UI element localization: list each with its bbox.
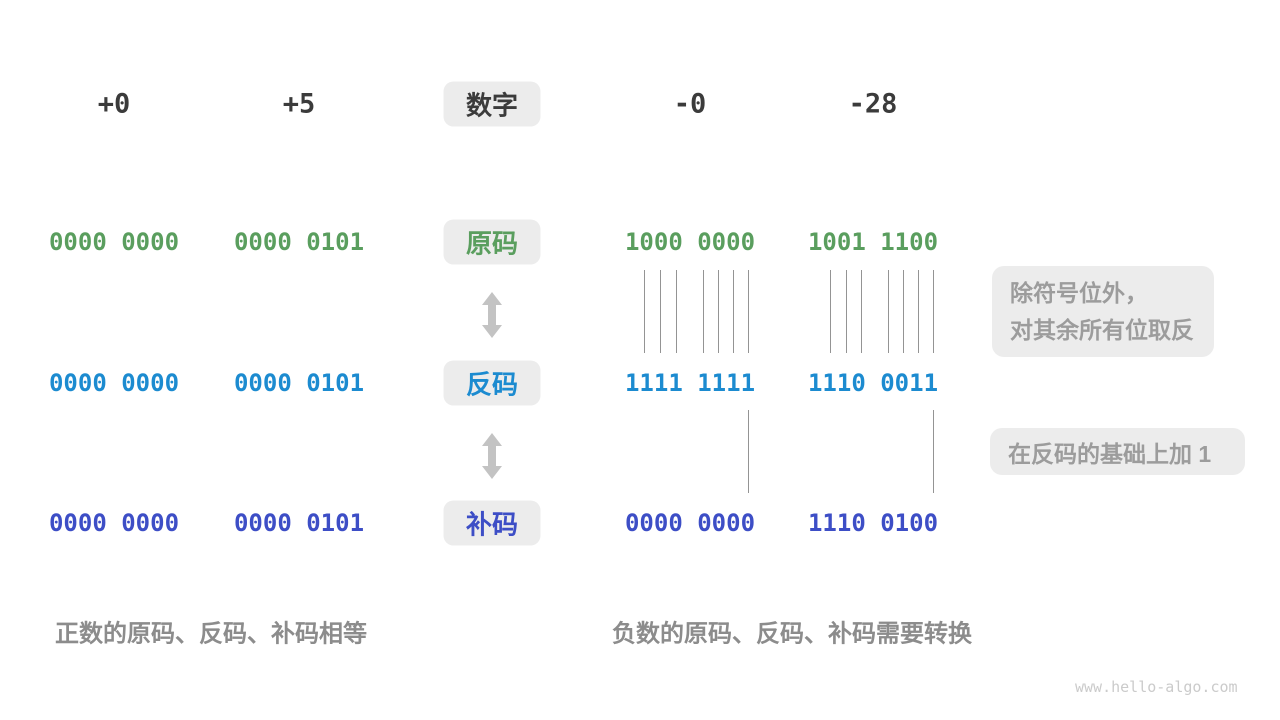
twos-complement-plus0: 0000 0000: [48, 509, 180, 537]
note-add-one: 在反码的基础上加 1: [990, 428, 1245, 475]
bit-connector-line: [733, 270, 734, 353]
tag-sign-magnitude: 原码: [443, 219, 541, 265]
twos-complement-minus0: 0000 0000: [624, 509, 756, 537]
tag-twos-complement: 补码: [443, 500, 541, 546]
note-flip-line1: 除符号位外，: [1010, 280, 1148, 306]
sign-magnitude-plus5: 0000 0101: [233, 228, 365, 256]
number-minus-0: -0: [673, 88, 707, 120]
bit-connector-line: [903, 270, 904, 353]
bit-connector-line: [830, 270, 831, 353]
sign-magnitude-minus28: 1001 1100: [807, 228, 939, 256]
number-plus-0: +0: [97, 88, 131, 120]
sign-magnitude-minus0: 1000 0000: [624, 228, 756, 256]
tag-ones-complement: 反码: [443, 360, 541, 406]
ones-complement-minus28: 1110 0011: [807, 369, 939, 397]
note-flip-bits: 除符号位外， 对其余所有位取反: [992, 266, 1214, 357]
bit-connector-line: [748, 270, 749, 353]
caption-positive-numbers: 正数的原码、反码、补码相等: [55, 620, 367, 648]
bit-connector-line: [676, 270, 677, 353]
bit-connector-line: [644, 270, 645, 353]
bit-connector-line: [933, 410, 934, 493]
tag-number: 数字: [443, 81, 541, 127]
bit-connector-line: [703, 270, 704, 353]
bit-connector-line: [846, 270, 847, 353]
bit-connector-line: [933, 270, 934, 353]
bit-connector-line: [748, 410, 749, 493]
ones-complement-plus0: 0000 0000: [48, 369, 180, 397]
number-minus-28: -28: [848, 88, 898, 120]
ones-complement-minus0: 1111 1111: [624, 369, 756, 397]
twos-complement-plus5: 0000 0101: [233, 509, 365, 537]
bit-connector-line: [718, 270, 719, 353]
number-plus-5: +5: [282, 88, 316, 120]
up-down-arrow-icon: [482, 292, 502, 338]
ones-complement-plus5: 0000 0101: [233, 369, 365, 397]
note-add-one-text: 在反码的基础上加 1: [1008, 440, 1212, 467]
twos-complement-minus28: 1110 0100: [807, 509, 939, 537]
bit-connector-line: [918, 270, 919, 353]
bit-connector-line: [861, 270, 862, 353]
bit-connector-line: [888, 270, 889, 353]
sign-magnitude-plus0: 0000 0000: [48, 228, 180, 256]
note-flip-line2: 对其余所有位取反: [1010, 317, 1194, 343]
watermark-url: www.hello-algo.com: [1075, 678, 1238, 696]
caption-negative-numbers: 负数的原码、反码、补码需要转换: [612, 620, 972, 648]
bit-connector-line: [660, 270, 661, 353]
up-down-arrow-icon: [482, 433, 502, 479]
